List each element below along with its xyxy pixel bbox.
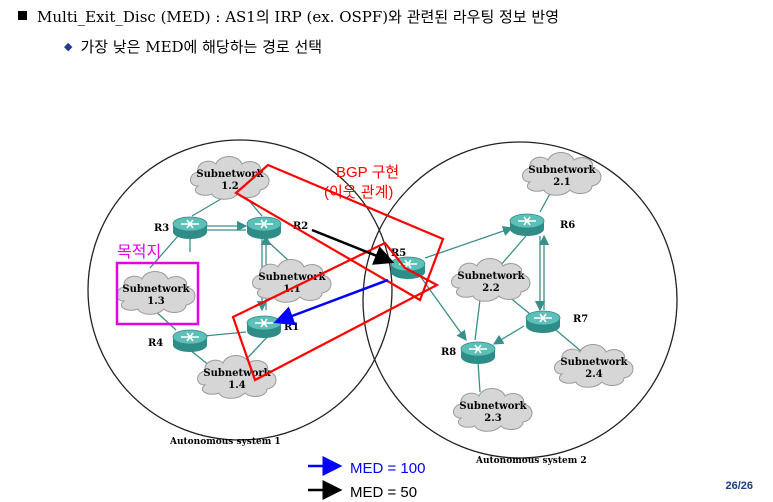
router-label-r6: R6 bbox=[560, 220, 575, 231]
bgp-box-lower bbox=[231, 241, 440, 382]
bullet-med-definition: Multi_Exit_Disc (MED) : AS1의 IRP (ex. OS… bbox=[18, 6, 559, 27]
subnet-label: Subnetwork bbox=[528, 165, 596, 176]
subnet-label: Subnetwork bbox=[457, 271, 525, 282]
med50-path-arrow bbox=[311, 228, 395, 265]
cloud-subnetwork-1.4: Subnetwork 1.4 bbox=[197, 355, 277, 399]
cloud-subnetwork-1.3: Subnetwork 1.3 bbox=[116, 271, 196, 315]
cloud-subnetwork-2.2: Subnetwork 2.2 bbox=[451, 258, 531, 302]
bullet-text: 가장 낮은 MED에 해당하는 경로 선택 bbox=[80, 38, 323, 56]
cloud-subnetwork-2.3: Subnetwork 2.3 bbox=[453, 388, 533, 432]
router-label-r2: R2 bbox=[293, 221, 308, 232]
destination-label: 목적지 bbox=[117, 243, 161, 261]
page-number: 26/26 bbox=[725, 480, 753, 492]
router-label-r7: R7 bbox=[573, 314, 588, 325]
router-label-r3: R3 bbox=[154, 223, 169, 234]
bgp-box-upper bbox=[234, 163, 445, 302]
subnet-number: 1.4 bbox=[228, 380, 245, 391]
router-label-r5: R5 bbox=[391, 248, 406, 259]
router-r2 bbox=[246, 216, 282, 240]
router-r6 bbox=[509, 213, 545, 237]
square-bullet-icon bbox=[18, 11, 27, 20]
bgp-label-line1: BGP 구현 bbox=[336, 164, 399, 181]
subnet-number: 2.2 bbox=[482, 283, 499, 294]
as1-boundary bbox=[87, 139, 393, 441]
bgp-label-line2: (이웃 관계) bbox=[324, 184, 393, 201]
subnet-label: Subnetwork bbox=[258, 272, 326, 283]
med100-path-arrow bbox=[273, 278, 389, 326]
router-r8 bbox=[460, 341, 496, 365]
subnet-label: Subnetwork bbox=[459, 401, 527, 412]
bullet-lowest-med: ◆ 가장 낮은 MED에 해당하는 경로 선택 bbox=[64, 36, 322, 57]
cloud-subnetwork-1.2: Subnetwork 1.2 bbox=[190, 156, 270, 200]
router-label-r4: R4 bbox=[148, 338, 163, 349]
as2-boundary bbox=[362, 141, 678, 459]
cloud-subnetwork-1.1: Subnetwork 1.1 bbox=[252, 259, 332, 303]
router-r1 bbox=[246, 315, 282, 339]
router-r3 bbox=[172, 216, 208, 240]
subnet-number: 2.1 bbox=[553, 177, 570, 188]
destination-box bbox=[115, 261, 200, 326]
subnet-number: 1.3 bbox=[147, 296, 164, 307]
subnet-label: Subnetwork bbox=[122, 284, 190, 295]
as1-label: Autonomous system 1 bbox=[169, 437, 281, 447]
subnet-label: Subnetwork bbox=[560, 357, 628, 368]
legend: MED = 100 MED = 50 bbox=[308, 456, 425, 501]
subnet-number: 1.2 bbox=[221, 181, 238, 192]
subnet-number: 2.3 bbox=[484, 413, 501, 424]
legend-black-label: MED = 50 bbox=[350, 484, 417, 501]
subnet-label: Subnetwork bbox=[196, 169, 264, 180]
subnet-number: 2.4 bbox=[585, 369, 602, 380]
subnet-label: Subnetwork bbox=[203, 368, 271, 379]
subnet-number: 1.1 bbox=[283, 284, 300, 295]
router-r4 bbox=[172, 329, 208, 353]
diamond-bullet-icon: ◆ bbox=[64, 40, 73, 53]
router-r7 bbox=[525, 310, 561, 334]
as2-label: Autonomous system 2 bbox=[475, 456, 587, 466]
cloud-subnetwork-2.1: Subnetwork 2.1 bbox=[522, 152, 602, 196]
as2-links bbox=[419, 189, 583, 393]
legend-blue-label: MED = 100 bbox=[350, 460, 425, 477]
router-label-r8: R8 bbox=[441, 347, 456, 358]
bullet-text: Multi_Exit_Disc (MED) : AS1의 IRP (ex. OS… bbox=[37, 8, 560, 26]
cloud-subnetwork-2.4: Subnetwork 2.4 bbox=[554, 344, 634, 388]
router-label-r1: R1 bbox=[284, 322, 299, 333]
